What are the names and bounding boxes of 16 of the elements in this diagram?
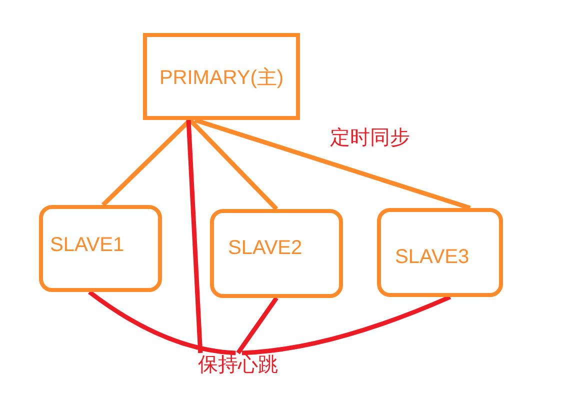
- node-text: 保持心跳: [198, 353, 278, 377]
- connector-line: [88, 290, 236, 356]
- connector-line: [236, 296, 278, 354]
- node-box: [143, 33, 300, 120]
- rounded-box: [377, 208, 503, 297]
- box-label: SLAVE2: [228, 237, 302, 259]
- connector-line: [242, 294, 451, 356]
- rounded-box: [39, 205, 162, 292]
- connector-line: [186, 120, 203, 354]
- box-label: PRIMARY(主): [159, 66, 284, 88]
- box-label: SLAVE1: [50, 234, 124, 256]
- edge-label: 定时同步: [330, 127, 410, 149]
- rounded-box: [210, 209, 343, 298]
- box-label: SLAVE3: [395, 246, 470, 268]
- connector-line: [188, 118, 278, 211]
- connector-line: [194, 118, 471, 210]
